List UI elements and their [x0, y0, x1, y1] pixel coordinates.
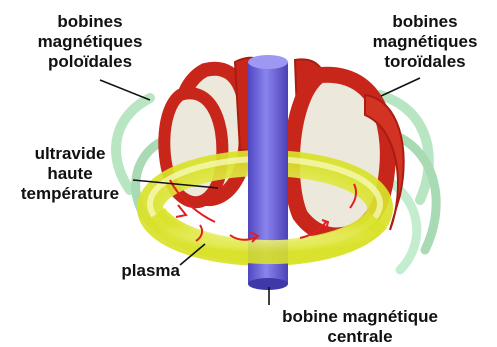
- label-poloidal-line1: bobines: [20, 12, 160, 32]
- solenoid-bottom: [248, 278, 288, 290]
- label-vacuum: ultravide haute température: [5, 144, 135, 204]
- field-arrow: [176, 205, 186, 217]
- label-poloidal-coils: bobines magnétiques poloïdales: [20, 12, 160, 72]
- leader-toroidal: [381, 78, 420, 96]
- label-plasma: plasma: [90, 261, 180, 281]
- label-poloidal-line2: magnétiques: [20, 32, 160, 52]
- solenoid-top: [248, 55, 288, 69]
- label-poloidal-line3: poloïdales: [20, 52, 160, 72]
- label-central-line2: centrale: [250, 327, 470, 347]
- label-vacuum-line2: haute: [5, 164, 135, 184]
- label-toroidal-coils: bobines magnétiques toroïdales: [355, 12, 495, 72]
- label-central-line1: bobine magnétique: [250, 307, 470, 327]
- label-vacuum-line1: ultravide: [5, 144, 135, 164]
- label-vacuum-line3: température: [5, 184, 135, 204]
- label-plasma-text: plasma: [90, 261, 180, 281]
- label-toroidal-line2: magnétiques: [355, 32, 495, 52]
- label-toroidal-line3: toroïdales: [355, 52, 495, 72]
- leader-poloidal: [100, 80, 150, 100]
- label-central-solenoid: bobine magnétique centrale: [250, 307, 470, 347]
- label-toroidal-line1: bobines: [355, 12, 495, 32]
